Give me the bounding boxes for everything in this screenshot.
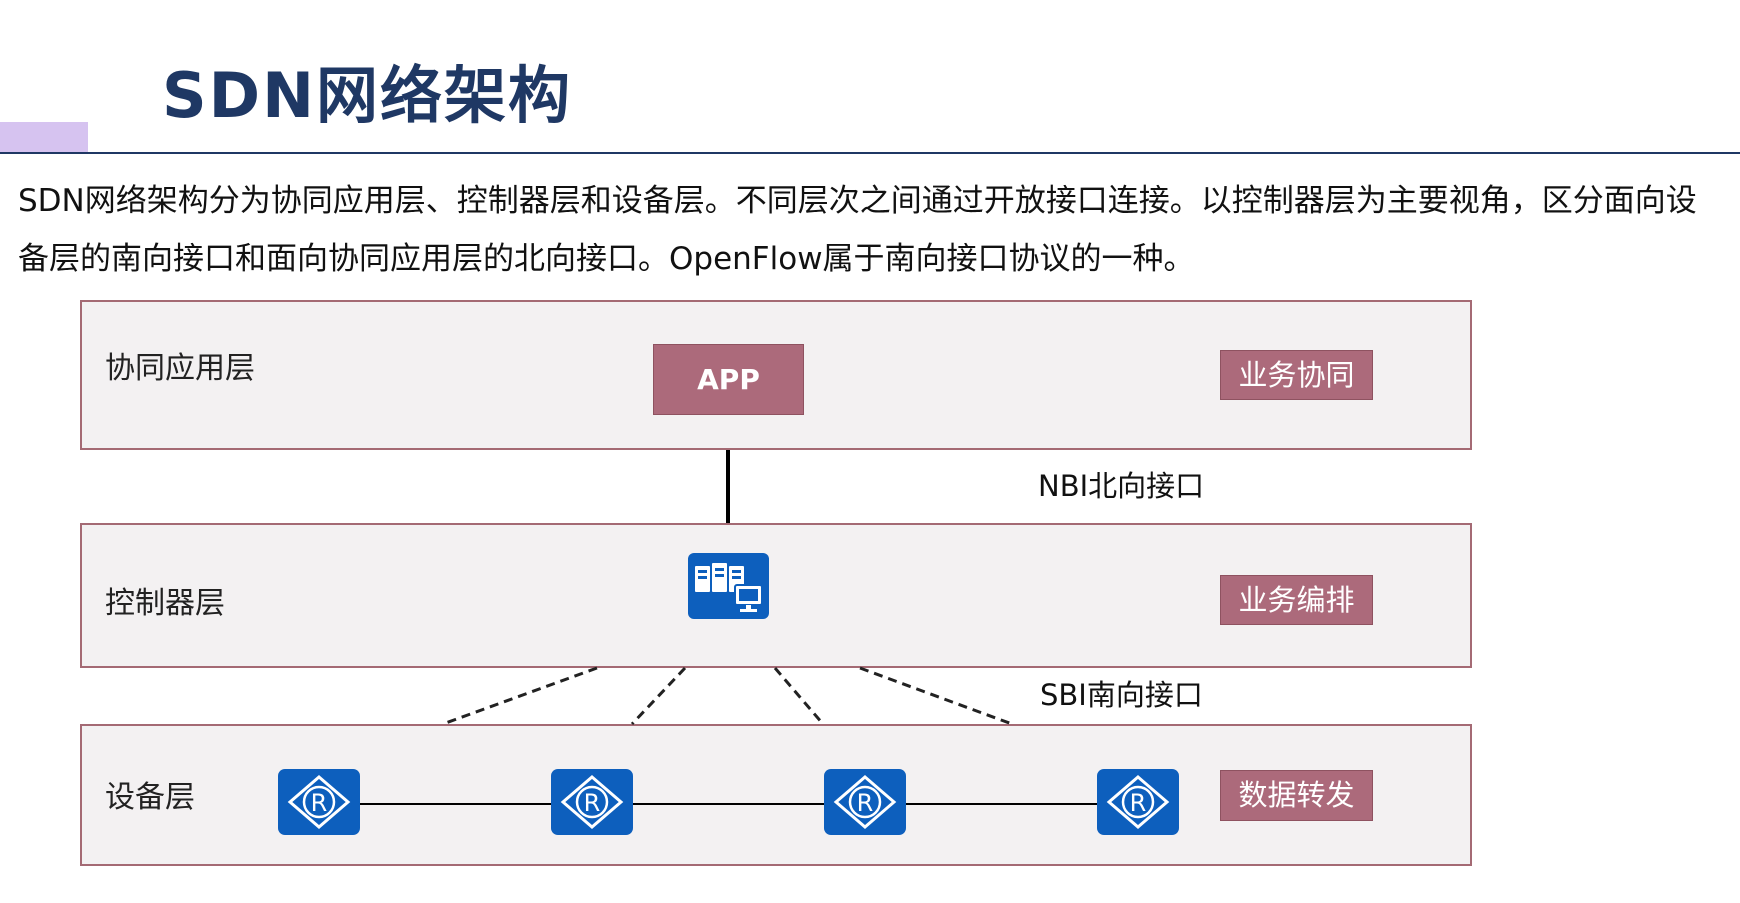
sbi-line-1 [442,666,598,726]
router-icon-2: R [551,769,633,835]
sbi-line-4 [859,666,1013,726]
nbi-label: NBI北向接口 [1038,469,1205,503]
tag-business-orchestration: 业务编排 [1220,575,1373,625]
intro-paragraph: SDN网络架构分为协同应用层、控制器层和设备层。不同层次之间通过开放接口连接。以… [18,183,1697,277]
app-layer-label: 协同应用层 [105,351,255,386]
router-glyph: R [584,789,601,817]
router-glyph: R [311,789,328,817]
page-title: SDN网络架构 [162,59,573,132]
title-divider [0,152,1740,154]
controller-server-icon [688,553,769,619]
sbi-connectors [442,666,1013,726]
title-accent-block [0,122,88,152]
tag-data-forwarding: 数据转发 [1220,770,1373,821]
router-glyph: R [1130,789,1147,817]
app-box: APP [653,344,804,415]
device-layer-label: 设备层 [105,780,195,815]
router-icon-4: R [1097,769,1179,835]
controller-layer-label: 控制器层 [105,586,225,621]
tag-business-collaboration: 业务协同 [1220,350,1373,400]
router-icon-1: R [278,769,360,835]
sbi-line-2 [630,666,687,726]
router-icon-3: R [824,769,906,835]
router-glyph: R [857,789,874,817]
sbi-line-3 [773,667,825,725]
sbi-label: SBI南向接口 [1040,678,1203,712]
